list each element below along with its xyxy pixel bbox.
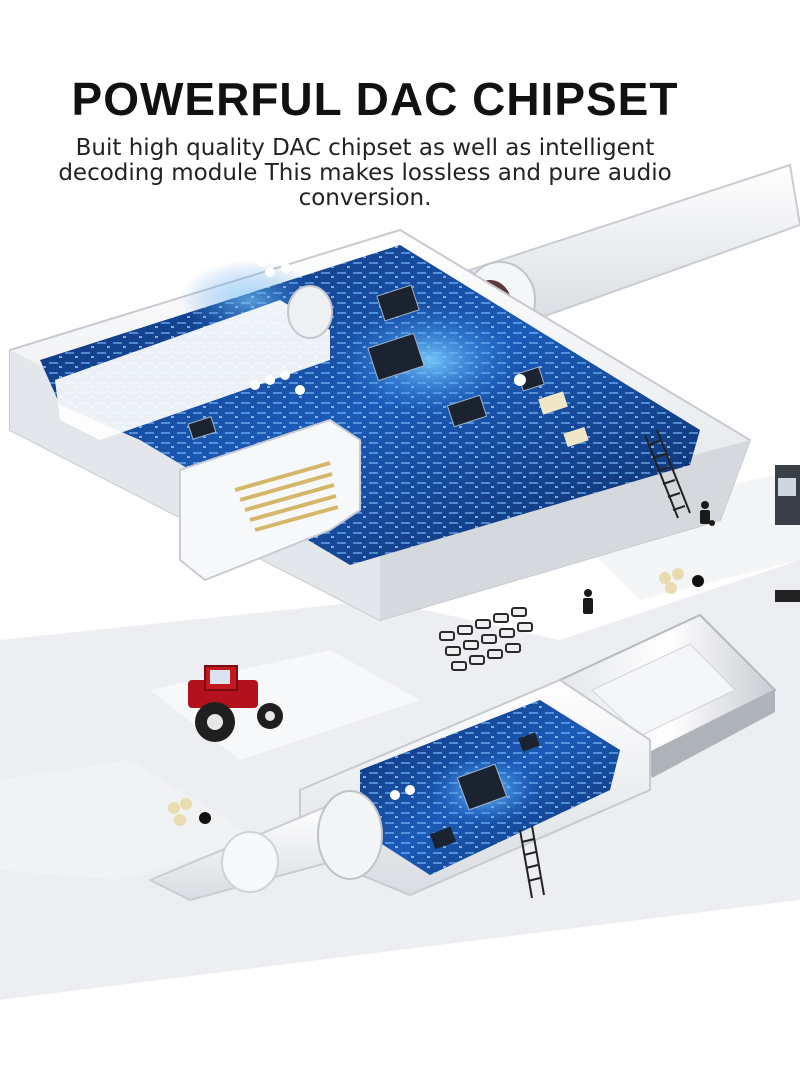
headline: POWERFUL DAC CHIPSET bbox=[71, 73, 679, 125]
lightning-adapter-icon bbox=[9, 228, 752, 622]
truck-icon bbox=[775, 465, 800, 525]
miniature-figure-icon bbox=[583, 501, 715, 614]
subtitle: Buit high quality DAC chipset as well as… bbox=[58, 135, 672, 211]
ladder-icon-bottom bbox=[519, 825, 545, 899]
toy-tractor-icon bbox=[188, 665, 283, 742]
cable-bottom-icon bbox=[147, 790, 383, 902]
components-icon bbox=[439, 607, 533, 671]
block-icon bbox=[775, 590, 800, 602]
capacitor-icon bbox=[168, 568, 704, 826]
ladder-icon bbox=[644, 429, 691, 519]
usb-c-adapter-icon bbox=[299, 678, 651, 897]
contacts-icon bbox=[234, 461, 339, 532]
